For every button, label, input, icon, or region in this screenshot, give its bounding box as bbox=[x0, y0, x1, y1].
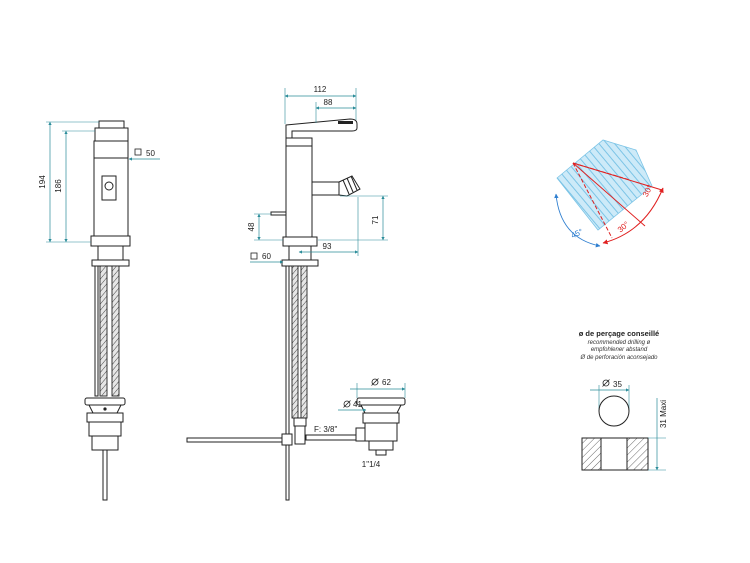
lever-rotation-area bbox=[556, 139, 653, 231]
base-plate bbox=[90, 235, 131, 247]
waste-link-pipe bbox=[305, 434, 358, 441]
dim-waste-inner: 41 bbox=[353, 400, 362, 409]
side-view bbox=[186, 118, 406, 501]
square-section-icon bbox=[134, 148, 142, 156]
angle-arc-red bbox=[602, 187, 664, 245]
waste-flange bbox=[84, 397, 126, 406]
dim-max-thickness: 31 Maxi bbox=[659, 400, 668, 428]
angle-arc-blue bbox=[554, 193, 601, 248]
deck-section bbox=[626, 437, 649, 471]
shank-side bbox=[288, 245, 312, 261]
hose-connector-nut bbox=[294, 425, 306, 445]
dim-square-50: 50 bbox=[146, 149, 155, 158]
pull-rod-horizontal bbox=[186, 437, 285, 443]
front-dimensions: 194 186 50 bbox=[38, 121, 160, 243]
dim-height-body: 186 bbox=[54, 179, 63, 193]
dim-hole-diameter: 35 bbox=[613, 380, 622, 389]
front-view bbox=[84, 120, 131, 501]
dim-waste-outer: 62 bbox=[382, 378, 391, 387]
waste-nut bbox=[86, 412, 124, 423]
waste-side bbox=[355, 397, 406, 456]
angle-left: 45° bbox=[570, 227, 585, 240]
deck-section bbox=[581, 437, 602, 471]
diameter-icon bbox=[343, 400, 351, 408]
pop-up-rod bbox=[94, 265, 99, 397]
spout-side bbox=[311, 181, 340, 196]
waste-thread-label: 1"1/4 bbox=[362, 460, 381, 469]
hose-connector bbox=[293, 417, 307, 427]
lever-tip bbox=[338, 121, 353, 124]
dim-spout-reach: 93 bbox=[323, 242, 332, 251]
rod-clamp bbox=[281, 433, 293, 446]
dim-height-total: 194 bbox=[38, 175, 47, 189]
dim-height-spout: 71 bbox=[371, 215, 380, 224]
flexible-hose bbox=[99, 265, 108, 397]
waste-body bbox=[88, 421, 122, 437]
drilling-title: ø de perçage conseillé bbox=[579, 329, 659, 338]
waste-tail bbox=[368, 440, 394, 451]
drilling-line-en: recommended drilling ø bbox=[588, 340, 651, 346]
spout-nozzle bbox=[104, 181, 114, 191]
angle-detail: 30° 30° 45° bbox=[554, 139, 664, 248]
drilling-line-de: empfohlener abstand bbox=[591, 347, 648, 353]
drilling-line-es: Ø de perforación aconsejado bbox=[579, 355, 658, 361]
fixing-nut-side bbox=[281, 259, 319, 267]
dim-width-lever: 88 bbox=[324, 98, 333, 107]
diameter-icon bbox=[602, 379, 610, 387]
waste-flange bbox=[356, 397, 406, 406]
lever-cap bbox=[98, 120, 125, 129]
square-section-icon bbox=[250, 252, 258, 260]
waste-side-outlet bbox=[355, 427, 366, 442]
waste-front bbox=[84, 397, 126, 451]
pull-rod-vertical bbox=[102, 449, 108, 501]
lever-front bbox=[94, 127, 129, 142]
swivel-nozzle bbox=[338, 175, 361, 197]
side-dimensions: 112 88 48 71 93 60 62 41 F: 3/8" 1 bbox=[247, 85, 406, 469]
connection-label: F: 3/8" bbox=[314, 425, 337, 434]
pop-up-knob bbox=[270, 211, 287, 216]
flexible-hose bbox=[300, 265, 308, 419]
rotation-center-line bbox=[572, 162, 631, 181]
waste-end bbox=[375, 449, 387, 456]
diameter-icon bbox=[371, 378, 379, 386]
dim-width-total: 112 bbox=[314, 85, 327, 94]
dim-square-60: 60 bbox=[262, 252, 271, 261]
fixing-nut bbox=[91, 259, 130, 267]
flexible-hose bbox=[291, 265, 299, 419]
waste-cone bbox=[360, 404, 402, 414]
flexible-hose bbox=[111, 265, 120, 397]
deck-outline bbox=[581, 437, 649, 471]
waste-tail bbox=[91, 435, 119, 451]
drilling-detail: ø de perçage conseillé recommended drill… bbox=[579, 329, 668, 471]
pop-up-rod-side bbox=[285, 265, 290, 501]
shank bbox=[97, 245, 124, 261]
dim-height-rod: 48 bbox=[247, 222, 256, 231]
waste-nut bbox=[362, 412, 400, 424]
waste-body bbox=[364, 422, 398, 442]
waste-plug-dot bbox=[103, 407, 107, 411]
base-plate-side bbox=[282, 236, 318, 247]
mixer-body-side bbox=[285, 137, 313, 238]
drill-hole-top-view bbox=[598, 395, 630, 427]
